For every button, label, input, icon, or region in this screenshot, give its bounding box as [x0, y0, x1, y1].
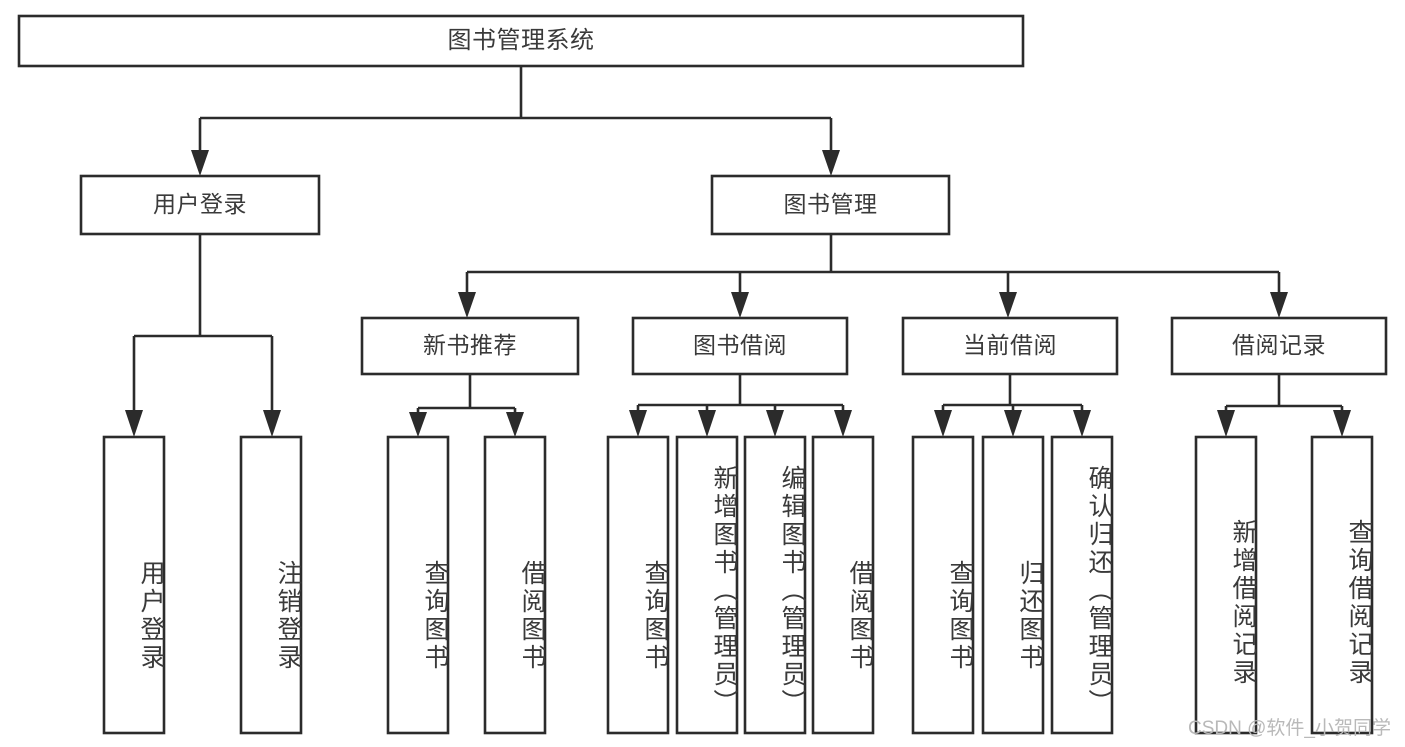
connector-book-borrow-to-leaves — [629, 374, 852, 437]
node-box-book-borrow[interactable] — [631, 316, 849, 376]
arrow-head-leaf-current-borrow-0 — [934, 410, 952, 437]
leaf-box-current-borrow-0[interactable] — [911, 435, 975, 735]
node-box-current-borrow[interactable] — [901, 316, 1119, 376]
arrow-head-leaf-book-borrow-3 — [834, 410, 852, 437]
connector-root-to-level2 — [191, 66, 840, 176]
node-box-user-login[interactable] — [79, 174, 321, 236]
node-box-borrow-record[interactable] — [1170, 316, 1388, 376]
leaf-box-borrow-record-1[interactable] — [1310, 435, 1374, 735]
arrow-head-leaf-book-borrow-1 — [698, 410, 716, 437]
leaf-box-book-borrow-3[interactable] — [811, 435, 875, 735]
leaf-box-book-borrow-0[interactable] — [606, 435, 670, 735]
csdn-watermark: CSDN @软件_小贺同学 — [1188, 718, 1391, 739]
arrow-head-leaf-new-book-1 — [506, 412, 524, 437]
node-box-root[interactable] — [17, 14, 1025, 68]
leaf-box-borrow-record-0[interactable] — [1194, 435, 1258, 735]
arrow-head-leaf-new-book-0 — [409, 412, 427, 437]
arrow-head-leaf-book-borrow-2 — [766, 410, 784, 437]
leaf-box-current-borrow-2[interactable] — [1050, 435, 1114, 735]
connector-current-borrow-to-leaves — [934, 374, 1091, 437]
arrow-head-leaf-current-borrow-2 — [1073, 410, 1091, 437]
connector-user-login-to-leaves — [125, 234, 281, 437]
leaf-box-user-login-0[interactable] — [102, 435, 166, 735]
arrow-head-leaf-borrow-record-0 — [1217, 410, 1235, 437]
arrow-head-user-login — [191, 150, 209, 176]
leaf-box-new-book-0[interactable] — [386, 435, 450, 735]
node-box-new-book-recommend[interactable] — [360, 316, 580, 376]
arrow-head-leaf-current-borrow-1 — [1004, 410, 1022, 437]
arrow-head-leaf-book-borrow-0 — [629, 410, 647, 437]
arrow-head-borrow-record — [1270, 292, 1288, 318]
leaf-box-user-login-1[interactable] — [239, 435, 303, 735]
arrow-head-leaf-user-login-1 — [263, 410, 281, 437]
arrow-head-leaf-borrow-record-1 — [1333, 410, 1351, 437]
arrow-head-new-book-recommend — [458, 292, 476, 318]
arrow-head-book-borrow — [731, 292, 749, 318]
node-box-book-management[interactable] — [710, 174, 951, 236]
leaf-box-book-borrow-2[interactable] — [743, 435, 807, 735]
connector-borrow-record-to-leaves — [1217, 374, 1351, 437]
arrow-head-current-borrow — [999, 292, 1017, 318]
connector-book-management-to-level3 — [458, 234, 1288, 318]
leaf-box-book-borrow-1[interactable] — [675, 435, 739, 735]
connector-new-book-to-leaves — [409, 374, 524, 437]
arrow-head-leaf-user-login-0 — [125, 410, 143, 437]
arrow-head-book-management — [822, 150, 840, 176]
leaf-box-new-book-1[interactable] — [483, 435, 547, 735]
leaf-box-current-borrow-1[interactable] — [981, 435, 1045, 735]
